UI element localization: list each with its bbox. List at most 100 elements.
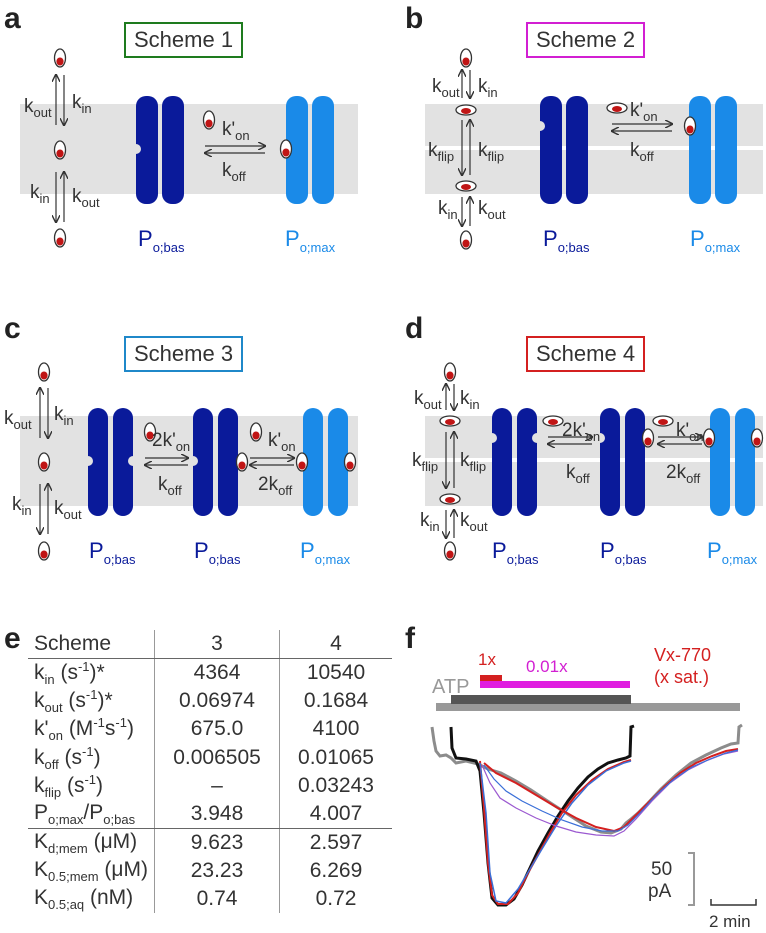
panel-c-diagram: kout kin kin kout 2k'on koff k'on 2koff … <box>4 362 358 567</box>
bar-1x-label: 1x <box>478 650 496 669</box>
row-s4: 0.01065 <box>298 745 374 769</box>
rate-label: kin <box>420 510 440 534</box>
atp-label: ATP <box>432 676 469 698</box>
row-s3: 3.948 <box>154 799 281 829</box>
row-s4: 10540 <box>306 661 366 685</box>
table-header-s3: 3 <box>154 630 281 659</box>
panel-b-letter: b <box>405 2 424 35</box>
channel-bas <box>625 408 645 516</box>
channel-max <box>303 408 323 516</box>
row-label: kin (s-1)* <box>34 659 105 688</box>
row-label: kflip (s-1) <box>34 771 104 800</box>
scheme-3-title: Scheme 3 <box>124 336 244 372</box>
rate-label: k'on <box>630 100 658 124</box>
rate-label: kout <box>414 388 442 412</box>
row-label: k'on (M-1s-1) <box>34 715 134 744</box>
p-bas-label: Po;bas <box>543 226 590 255</box>
row-label: Kd;mem (μM) <box>34 829 138 857</box>
row-s3: – <box>154 771 281 800</box>
channel-bas <box>88 408 108 516</box>
row-s4: 0.1684 <box>303 689 369 713</box>
row-s3: 0.06974 <box>154 687 281 716</box>
channel-max <box>312 96 334 204</box>
panel-a-diagram: kout kin kin kout k'on koff Po;bas Po;ma… <box>20 48 358 255</box>
row-s4: 4.007 <box>279 799 393 829</box>
row-s4: 4100 <box>312 717 360 741</box>
table-row: Kd;mem (μM) 9.623 2.597 <box>28 828 392 857</box>
row-label: kout (s-1)* <box>34 687 113 716</box>
table-row: Po;max/Po;bas 3.948 4.007 <box>28 799 393 829</box>
rate-label: kin <box>54 404 74 428</box>
p-bas-label: Po;bas <box>600 538 647 567</box>
channel-max <box>735 408 755 516</box>
rate-label: kin <box>72 92 92 116</box>
rate-label: kin <box>438 198 458 222</box>
rate-label: kout <box>4 408 32 432</box>
channel-max <box>689 96 711 204</box>
rate-label: kout <box>24 96 52 120</box>
rate-label: kflip <box>428 140 454 164</box>
p-max-label: Po;max <box>300 538 351 567</box>
vx-sub-label: (x sat.) <box>654 667 709 687</box>
table-row: kin (s-1)* 4364 10540 <box>28 658 392 688</box>
scheme-1-title: Scheme 1 <box>124 22 244 58</box>
panel-c-letter: c <box>4 312 21 345</box>
channel-bas <box>162 96 184 204</box>
bar-001x-label: 0.01x <box>526 657 568 676</box>
scale-value: 50 <box>651 859 672 880</box>
parameter-table: Scheme 3 4 kin (s-1)* 4364 10540 kout (s… <box>28 630 393 913</box>
vx-label: Vx-770 <box>654 645 711 665</box>
panel-a-letter: a <box>4 2 21 35</box>
vx-bar <box>451 695 631 704</box>
table-row: K0.5;aq (nM) 0.74 0.72 <box>28 884 392 913</box>
table-row: kout (s-1)* 0.06974 0.1684 <box>28 687 392 716</box>
row-label: K0.5;mem (μM) <box>34 857 149 885</box>
channel-bas <box>492 408 512 516</box>
row-s3: 23.23 <box>154 856 281 885</box>
current-trace-figure: ATP 1x 0.01x Vx-770 (x sat.) 50 pA 2 min <box>430 645 757 931</box>
p-bas-label: Po;bas <box>138 226 185 255</box>
bar-1x <box>480 675 502 683</box>
channel-bas <box>517 408 537 516</box>
row-s4: 2.597 <box>309 830 363 854</box>
trace-black <box>449 724 635 907</box>
channel-max <box>715 96 737 204</box>
channel-max <box>710 408 730 516</box>
row-label: koff (s-1) <box>34 743 101 772</box>
table-header-s4: 4 <box>279 630 393 659</box>
rate-label: kin <box>460 388 480 412</box>
p-max-label: Po;max <box>707 538 758 567</box>
table-row: koff (s-1) 0.006505 0.01065 <box>28 743 392 772</box>
p-max-label: Po;max <box>690 226 741 255</box>
schemes-diagram: kout kin kin kout k'on koff Po;bas Po;ma… <box>4 48 764 567</box>
bar-001x <box>480 681 630 688</box>
scheme-2-title: Scheme 2 <box>526 22 646 58</box>
p-max-label: Po;max <box>285 226 336 255</box>
scheme-4-title: Scheme 4 <box>526 336 646 372</box>
p-bas-label: Po;bas <box>492 538 539 567</box>
rate-label: kout <box>460 510 488 534</box>
row-s3: 4364 <box>154 658 281 688</box>
row-s4: 0.72 <box>315 886 357 910</box>
panel-b-diagram: kout kin kflip kflip kin kout k'on koff … <box>425 48 763 255</box>
row-label: K0.5;aq (nM) <box>34 885 134 913</box>
atp-bar <box>436 703 740 711</box>
rate-label: 2k'on <box>152 430 190 454</box>
fit-blue-2 <box>483 749 739 832</box>
p-bas-label: Po;bas <box>89 538 136 567</box>
rate-label: kin <box>478 76 498 100</box>
rate-label: kout <box>432 76 460 100</box>
row-s3: 9.623 <box>154 828 281 857</box>
channel-bas <box>113 408 133 516</box>
row-s4: 0.03243 <box>298 773 374 797</box>
panel-d-letter: d <box>405 312 424 345</box>
table-row: K0.5;mem (μM) 23.23 6.269 <box>28 856 392 885</box>
row-label: Po;max/Po;bas <box>28 799 155 829</box>
fit-purple <box>481 750 739 837</box>
scale-unit: pA <box>648 881 672 902</box>
rate-label: kout <box>478 198 506 222</box>
table-row: k'on (M-1s-1) 675.0 4100 <box>28 715 392 744</box>
row-s3: 0.006505 <box>154 743 281 772</box>
channel-max <box>328 408 348 516</box>
row-s4: 6.269 <box>309 858 363 882</box>
